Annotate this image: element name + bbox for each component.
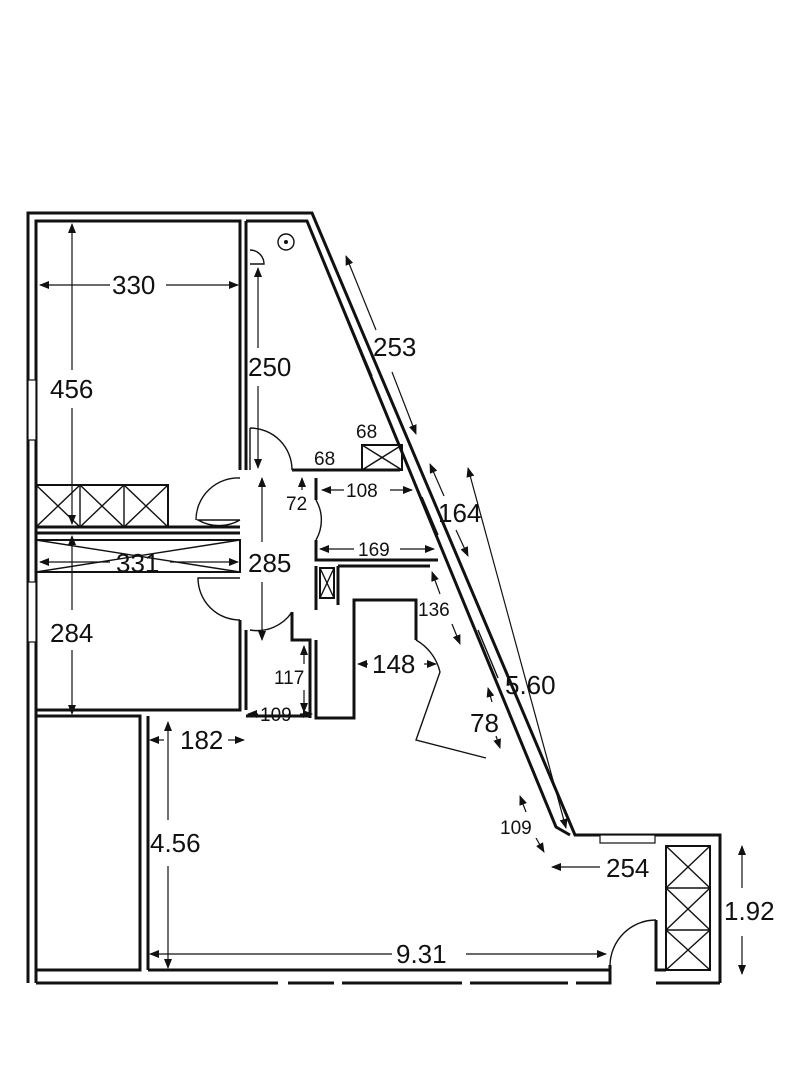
dim-148: 148: [372, 649, 415, 679]
dim-331: 331: [116, 548, 159, 578]
bedroom-middle: [36, 221, 248, 972]
dimension-labels: 330 456 250 253 68 68 72 108 164 331 285…: [50, 270, 775, 969]
window-bottom-right: [599, 834, 656, 844]
boiler-icon: [277, 233, 295, 251]
window-left-lower: [27, 581, 37, 643]
kitchen-unit: [654, 845, 711, 972]
dim-109-b: 109: [500, 818, 532, 839]
dim-330: 330: [112, 270, 155, 300]
dim-164: 164: [438, 498, 481, 528]
dim-182: 182: [180, 725, 223, 755]
dim-117: 117: [274, 668, 304, 689]
dim-72: 72: [286, 494, 307, 515]
dim-4-56: 4.56: [150, 828, 201, 858]
bedroom-top: [35, 484, 240, 535]
dim-284: 284: [50, 618, 93, 648]
dimension-lines: [39, 223, 746, 975]
dim-109-a: 109: [260, 705, 292, 726]
bottom-wall-segments: [36, 965, 720, 985]
window-left-upper: [27, 379, 37, 441]
corridor-wardrobe: [35, 539, 241, 573]
dim-108: 108: [346, 481, 378, 502]
dim-1-92: 1.92: [724, 896, 775, 926]
dim-136: 136: [418, 600, 450, 621]
dim-169: 169: [358, 540, 390, 561]
dim-456: 456: [50, 374, 93, 404]
dim-285: 285: [248, 548, 291, 578]
internal-walls: [146, 444, 438, 970]
dim-250: 250: [248, 352, 291, 382]
dim-9-31: 9.31: [396, 939, 447, 969]
dim-254: 254: [606, 853, 649, 883]
dim-68-a: 68: [356, 422, 377, 443]
doors: [195, 249, 657, 966]
dim-5-60: 5.60: [505, 670, 556, 700]
dim-68-b: 68: [314, 449, 335, 470]
dim-78: 78: [470, 708, 499, 738]
dim-253: 253: [373, 332, 416, 362]
